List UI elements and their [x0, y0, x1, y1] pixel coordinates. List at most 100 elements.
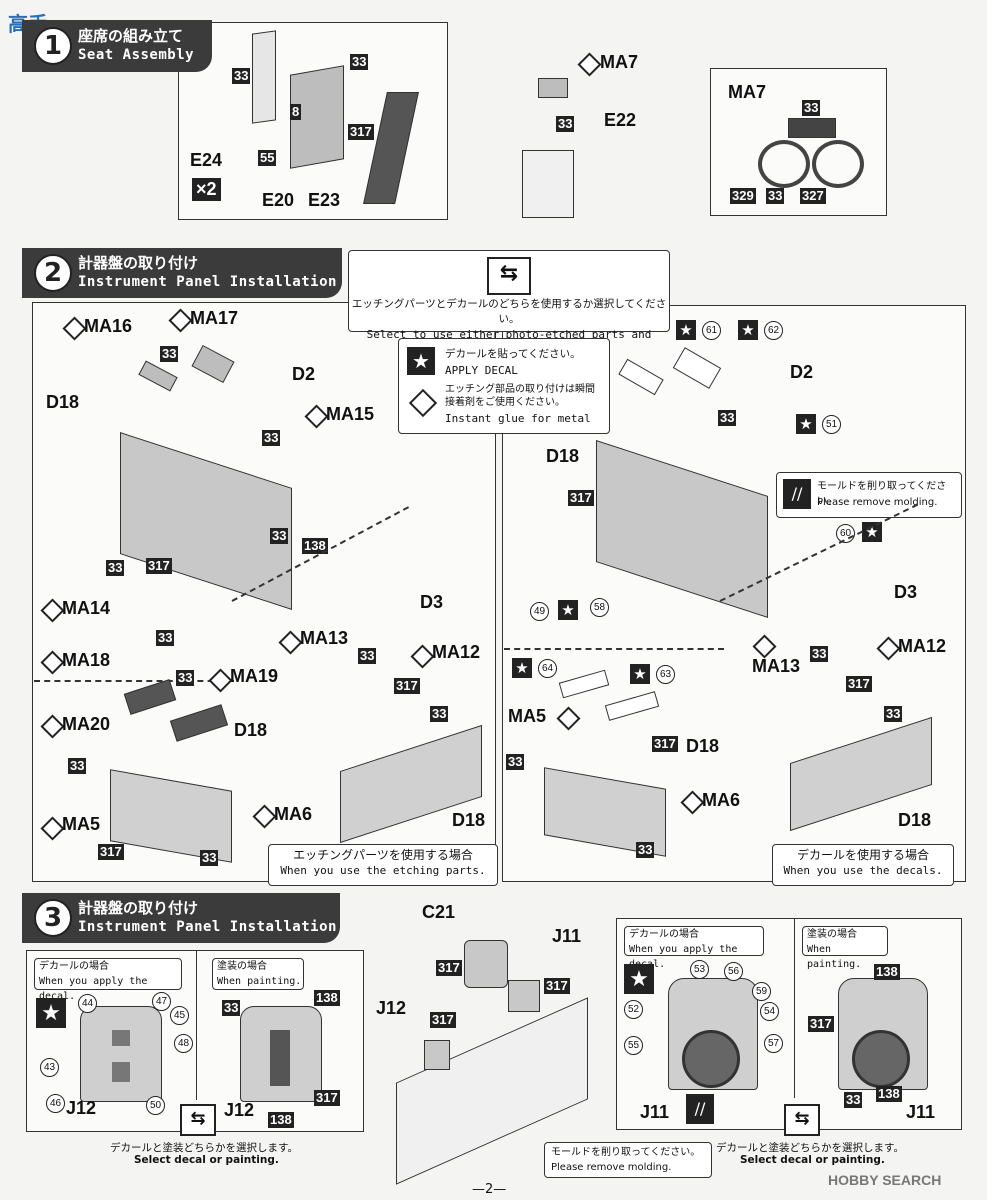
- part-j12-small: [424, 1040, 450, 1070]
- label-d18: D18: [234, 720, 268, 740]
- molding-note-en: Please remove molding.: [551, 1162, 672, 1173]
- molding-note-jp: モールドを削り取ってください。: [551, 1147, 701, 1158]
- decal-case-note: デカールの場合 When you apply the decal.: [624, 926, 764, 970]
- label-ma14: MA14: [62, 598, 111, 618]
- code-33: 33: [68, 758, 87, 774]
- code-138: 138: [874, 964, 900, 980]
- label-d3: D3: [894, 582, 918, 602]
- part-e22: [538, 78, 568, 98]
- step1-number: 1: [34, 27, 72, 65]
- code-33: 33: [802, 100, 821, 116]
- label-j12: J12: [66, 1098, 97, 1118]
- seat-mount: [522, 150, 574, 218]
- label-ma6: MA6: [702, 790, 741, 810]
- etching-note-en: When you use the etching parts.: [280, 864, 486, 877]
- label-ma12: MA12: [898, 636, 947, 656]
- panel-j12-screen: [112, 1030, 130, 1046]
- code-33: 33: [884, 706, 903, 722]
- code-33: 33: [766, 188, 785, 204]
- decal-number-44: 44: [78, 994, 97, 1013]
- swap-arrows-icon: ⇆: [784, 1104, 820, 1136]
- label-d18: D18: [898, 810, 932, 830]
- code-33: 33: [200, 850, 219, 866]
- legend-star-jp: デカールを貼ってください。: [445, 348, 581, 360]
- code-33: 33: [506, 754, 525, 770]
- decal-case-en: When you apply the decal.: [39, 976, 148, 1002]
- decal-number-59: 59: [752, 982, 771, 1001]
- code-138: 138: [876, 1086, 902, 1102]
- code-33: 33: [270, 528, 289, 544]
- code-138: 138: [314, 990, 340, 1006]
- decal-number-60: 60: [836, 524, 855, 543]
- panel-j12-center: [270, 1030, 290, 1086]
- label-ma13: MA13: [300, 628, 349, 648]
- decal-number-48: 48: [174, 1034, 193, 1053]
- decal-number-49: 49: [530, 602, 549, 621]
- label-d18: D18: [546, 446, 580, 466]
- times-two-badge: ×2: [192, 178, 221, 201]
- step1-title-jp: 座席の組み立て: [78, 27, 184, 45]
- code-317: 317: [394, 678, 420, 694]
- remove-molding-note: // モールドを削り取ってください。 Please remove molding…: [776, 472, 962, 518]
- code-329: 329: [730, 188, 756, 204]
- painting-case-note: 塗装の場合 When painting.: [802, 926, 888, 970]
- molding-icon: //: [783, 479, 811, 509]
- decal-number-50: 50: [146, 1096, 165, 1115]
- decal-case-jp: デカールの場合: [39, 961, 109, 972]
- code-33: 33: [844, 1092, 863, 1108]
- legend-star-en: APPLY DECAL: [445, 364, 518, 377]
- painting-case-en: When painting.: [217, 976, 302, 987]
- decals-note-en: When you use the decals.: [783, 864, 943, 877]
- code-33: 33: [718, 410, 737, 426]
- code-33: 33: [176, 670, 195, 686]
- panel-j12-screen: [112, 1062, 130, 1082]
- decal-number-57: 57: [764, 1034, 783, 1053]
- label-e20: E20: [262, 190, 295, 210]
- select-note-jp: エッチングパーツとデカールのどちらを使用するか選択してください。: [351, 298, 667, 325]
- choose-note-en: Select decal or painting.: [134, 1154, 279, 1166]
- molding-note-jp: モールドを削り取ってください。: [817, 481, 947, 507]
- star-icon: ★: [512, 658, 532, 678]
- star-icon: ★: [862, 522, 882, 542]
- molding-note-en: Please remove molding.: [817, 497, 938, 508]
- decal-number-55: 55: [624, 1036, 643, 1055]
- ma7-right-ring: [812, 140, 864, 188]
- label-j11: J11: [552, 926, 582, 946]
- code-33: 33: [556, 116, 575, 132]
- label-ma6: MA6: [274, 804, 313, 824]
- star-icon: ★: [676, 320, 696, 340]
- swap-arrows-icon: ⇆: [487, 257, 531, 295]
- label-e24: E24: [190, 150, 223, 170]
- code-317: 317: [846, 676, 872, 692]
- step2-number: 2: [34, 254, 72, 292]
- choose-note-en: Select decal or painting.: [740, 1154, 885, 1166]
- label-e23: E23: [308, 190, 341, 210]
- panel-j11-scope: [682, 1030, 740, 1088]
- choose-note-jp: デカールと塗装どちらかを選択します。: [716, 1142, 904, 1154]
- label-ma16: MA16: [84, 316, 133, 336]
- decal-number-56: 56: [724, 962, 743, 981]
- hobby-search-logo: HOBBY SEARCH: [828, 1172, 942, 1188]
- decal-number-53: 53: [690, 960, 709, 979]
- panel-j11-scope: [852, 1030, 910, 1088]
- decal-number-45: 45: [170, 1006, 189, 1025]
- code-33: 33: [232, 68, 251, 84]
- swap-arrows-icon: ⇆: [180, 1104, 216, 1136]
- label-e22: E22: [604, 110, 637, 130]
- code-55: 55: [258, 150, 277, 166]
- decal-number-46: 46: [46, 1094, 65, 1113]
- star-icon: ★: [624, 964, 654, 994]
- decal-number-47: 47: [152, 992, 171, 1011]
- decal-case-note: デカールの場合 When you apply the decal.: [34, 958, 182, 1002]
- code-8: 8: [290, 104, 302, 120]
- code-317: 317: [436, 960, 462, 976]
- code-317: 317: [348, 124, 374, 140]
- code-138: 138: [302, 538, 328, 554]
- decal-number-61: 61: [702, 321, 721, 340]
- label-ma20: MA20: [62, 714, 111, 734]
- label-ma19: MA19: [230, 666, 279, 686]
- legend-diamond-en: Instant glue for metal: [445, 412, 591, 425]
- label-j11: J11: [906, 1102, 936, 1122]
- decal-number-43: 43: [40, 1058, 59, 1077]
- step2-title-jp: 計器盤の取り付け: [78, 254, 199, 272]
